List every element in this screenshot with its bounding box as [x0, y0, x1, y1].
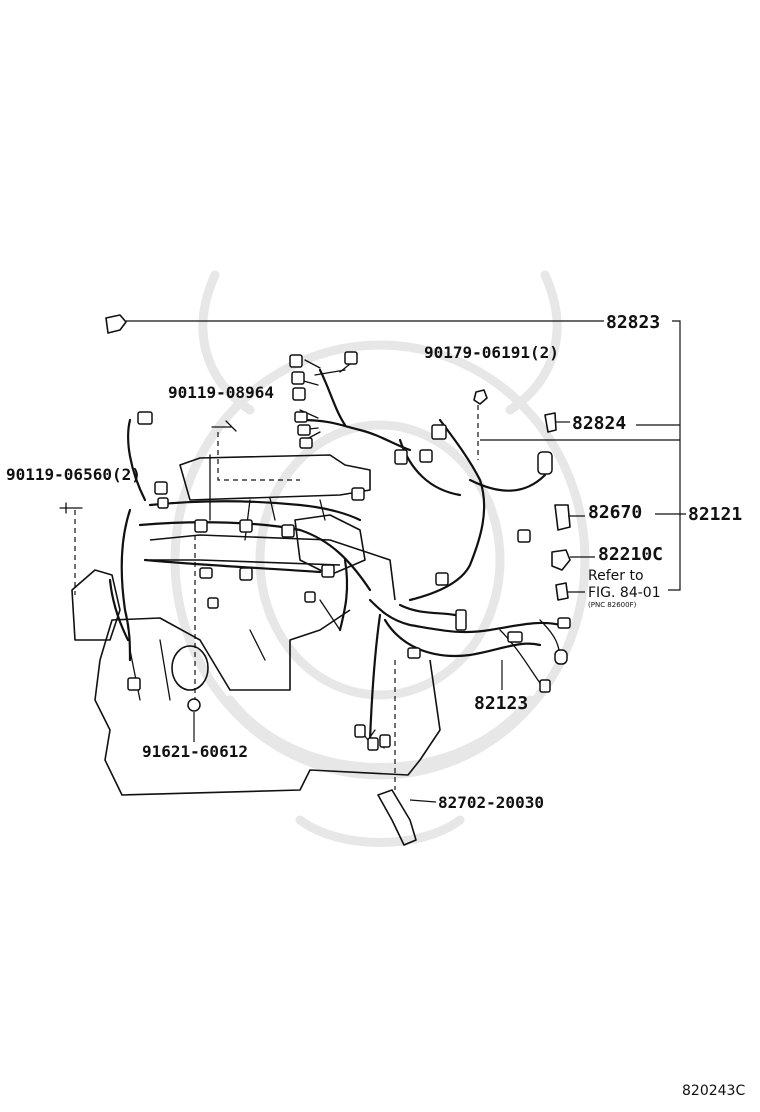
part-label-90119-08964: 90119-08964 [168, 383, 274, 402]
engine-block [71, 454, 441, 796]
part-label-82702-20030: 82702-20030 [438, 793, 544, 812]
part-label-90119-06560: 90119-06560(2) [6, 465, 141, 484]
main-harness [108, 359, 562, 749]
part-label-82824: 82824 [572, 413, 626, 434]
part-label-91621-60612: 91621-60612 [142, 742, 248, 761]
refer-figure-line: FIG. 84-01 [588, 585, 661, 601]
refer-to-line: Refer to [588, 568, 644, 584]
figure-code: 820243C [682, 1083, 745, 1099]
refer-pnc-line: (PNC 82600F) [588, 601, 637, 609]
part-label-82121: 82121 [688, 504, 742, 525]
part-label-90179-06191: 90179-06191(2) [424, 343, 559, 362]
leader-lines [126, 320, 686, 803]
part-label-82123: 82123 [474, 693, 528, 714]
connectors [127, 351, 571, 751]
small-parts [59, 314, 571, 846]
part-label-82210c: 82210C [598, 544, 663, 565]
part-label-82670: 82670 [588, 502, 642, 523]
part-label-82823: 82823 [606, 312, 660, 333]
hidden-lines [74, 405, 479, 790]
